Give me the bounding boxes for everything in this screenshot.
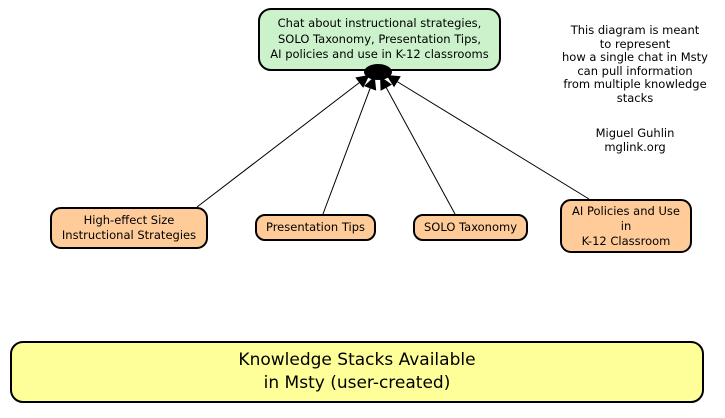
credit-author: Miguel Guhlin bbox=[595, 126, 675, 140]
stack-node-ai-policies: AI Policies and Use in K-12 Classroom bbox=[560, 199, 692, 253]
credit-website: mglink.org bbox=[604, 140, 666, 154]
connector-high-effect-to-chat bbox=[196, 74, 370, 208]
annotation-text: This diagram is meant to represent how a… bbox=[562, 23, 708, 105]
stack-node-presentation-tips: Presentation Tips bbox=[255, 214, 376, 241]
knowledge-stacks-footer-node: Knowledge Stacks Available in Msty (user… bbox=[10, 341, 704, 403]
connector-presentation-tips-to-chat bbox=[322, 76, 377, 215]
connector-solo-taxonomy-to-chat bbox=[380, 76, 456, 215]
credit-block: Miguel Guhlin mglink.org bbox=[540, 126, 725, 154]
stack-node-solo-taxonomy: SOLO Taxonomy bbox=[413, 214, 528, 241]
stack-node-high-effect-strategies: High-effect Size Instructional Strategie… bbox=[50, 207, 208, 249]
chat-node: Chat about instructional strategies, SOL… bbox=[258, 8, 501, 71]
